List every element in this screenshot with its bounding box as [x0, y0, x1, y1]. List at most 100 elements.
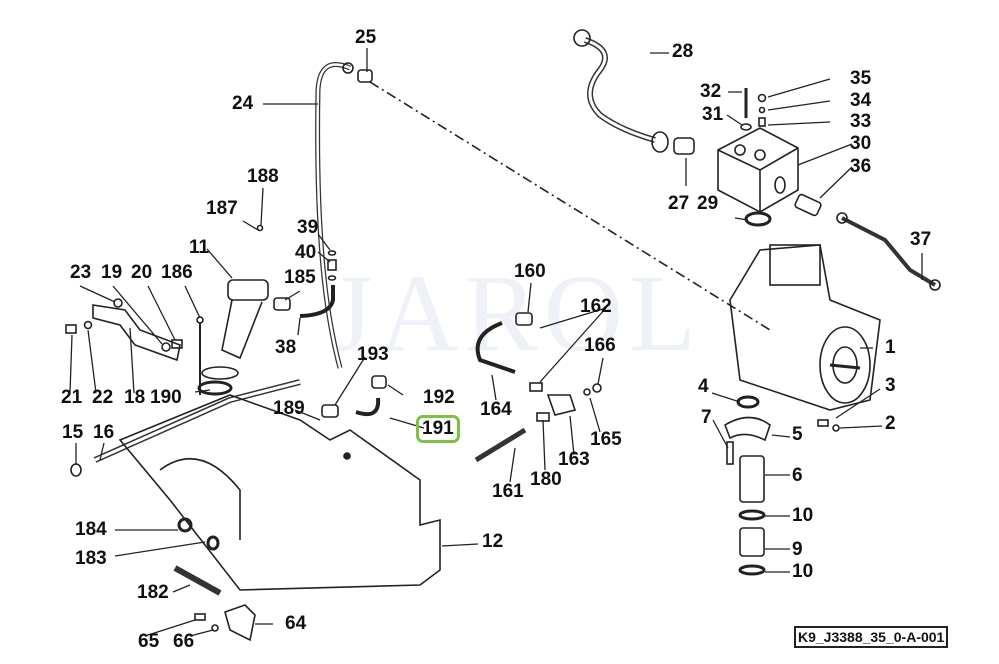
label-25[interactable]: 25: [355, 27, 377, 48]
filter-head-11: [227, 279, 269, 301]
pipe-nut: [573, 29, 591, 47]
label-10-lower[interactable]: 10: [792, 561, 814, 582]
label-187[interactable]: 187: [206, 198, 238, 219]
label-27[interactable]: 27: [668, 193, 690, 214]
label-165[interactable]: 165: [590, 429, 622, 450]
label-24[interactable]: 24: [232, 93, 254, 114]
pipe-164: [475, 321, 516, 374]
label-15[interactable]: 15: [62, 422, 84, 443]
label-180[interactable]: 180: [530, 469, 562, 490]
label-35[interactable]: 35: [850, 68, 872, 89]
washer-2: [832, 424, 840, 432]
o-ring-29: [744, 211, 772, 227]
bolt-20: [171, 339, 183, 349]
bracket-18: [92, 304, 181, 362]
adapter-27: [673, 137, 695, 155]
label-164[interactable]: 164: [480, 399, 512, 420]
label-12[interactable]: 12: [482, 531, 504, 552]
clamp-10b: [738, 564, 766, 576]
label-3[interactable]: 3: [885, 375, 896, 396]
label-11[interactable]: 11: [189, 237, 210, 258]
label-37[interactable]: 37: [910, 229, 932, 250]
label-66[interactable]: 66: [173, 631, 195, 652]
label-33[interactable]: 33: [850, 111, 872, 132]
clamp-10a: [738, 509, 766, 521]
label-184[interactable]: 184: [75, 519, 107, 540]
label-10-upper[interactable]: 10: [792, 505, 814, 526]
fitting-162: [529, 382, 543, 392]
label-190[interactable]: 190: [150, 387, 182, 408]
label-188[interactable]: 188: [247, 166, 279, 187]
reference-code: K9_J3388_35_0-A-001: [794, 626, 949, 648]
label-65[interactable]: 65: [138, 631, 160, 652]
valve-block-30: [717, 127, 799, 213]
label-189[interactable]: 189: [273, 398, 305, 419]
label-186[interactable]: 186: [161, 262, 193, 283]
fitting-25a: [342, 62, 354, 74]
leader-lines: [69, 48, 923, 637]
label-183[interactable]: 183: [75, 548, 107, 569]
label-163[interactable]: 163: [558, 449, 590, 470]
label-36[interactable]: 36: [850, 156, 872, 177]
label-30[interactable]: 30: [850, 133, 872, 154]
label-31[interactable]: 31: [702, 104, 724, 125]
label-7[interactable]: 7: [701, 407, 712, 428]
label-185[interactable]: 185: [284, 267, 316, 288]
plug-192: [371, 375, 387, 389]
label-18[interactable]: 18: [124, 387, 146, 408]
label-20[interactable]: 20: [131, 262, 153, 283]
clamp-5: [724, 416, 771, 442]
washer-66: [211, 624, 219, 632]
label-161[interactable]: 161: [492, 481, 524, 502]
label-6[interactable]: 6: [792, 465, 803, 486]
bolt-3: [817, 419, 829, 427]
hose-9: [739, 527, 765, 557]
label-166[interactable]: 166: [584, 335, 616, 356]
fitting-25: [357, 69, 373, 83]
label-5[interactable]: 5: [792, 424, 803, 445]
bolt-182: [173, 565, 222, 596]
filter-11: [221, 299, 263, 360]
nut-23: [113, 298, 123, 308]
label-1[interactable]: 1: [885, 337, 896, 358]
o-ring-165: [583, 388, 591, 396]
label-28[interactable]: 28: [672, 41, 694, 62]
label-38[interactable]: 38: [275, 337, 297, 358]
label-64[interactable]: 64: [285, 613, 307, 634]
label-9[interactable]: 9: [792, 539, 803, 560]
tank-12: [118, 394, 441, 591]
label-34[interactable]: 34: [850, 90, 872, 111]
bolt-21: [65, 324, 77, 334]
watermark: JAROL: [330, 252, 703, 374]
fitting-36: [794, 193, 822, 217]
hose-24: [315, 62, 351, 369]
label-162[interactable]: 162: [580, 296, 612, 317]
tube-6: [739, 455, 765, 503]
label-19[interactable]: 19: [101, 262, 123, 283]
label-39[interactable]: 39: [297, 217, 319, 238]
plug-166: [592, 383, 602, 393]
pipe-191: [355, 397, 381, 417]
bolt-65: [194, 613, 206, 621]
label-193[interactable]: 193: [357, 344, 389, 365]
bolt-7: [726, 441, 734, 465]
label-192[interactable]: 192: [423, 387, 455, 408]
label-2[interactable]: 2: [885, 413, 896, 434]
o-ring-15: [70, 463, 82, 477]
label-40[interactable]: 40: [295, 242, 317, 263]
label-182[interactable]: 182: [137, 582, 169, 603]
label-191[interactable]: 191: [416, 415, 460, 443]
label-21[interactable]: 21: [61, 387, 83, 408]
bracket-64: [224, 604, 256, 642]
fitting-183: [206, 535, 220, 551]
label-22[interactable]: 22: [92, 387, 114, 408]
label-32[interactable]: 32: [700, 81, 722, 102]
label-23[interactable]: 23: [70, 262, 92, 283]
label-16[interactable]: 16: [93, 422, 115, 443]
label-160[interactable]: 160: [514, 261, 546, 282]
o-ring-184: [177, 517, 193, 533]
label-29[interactable]: 29: [697, 193, 719, 214]
label-4[interactable]: 4: [698, 376, 709, 397]
